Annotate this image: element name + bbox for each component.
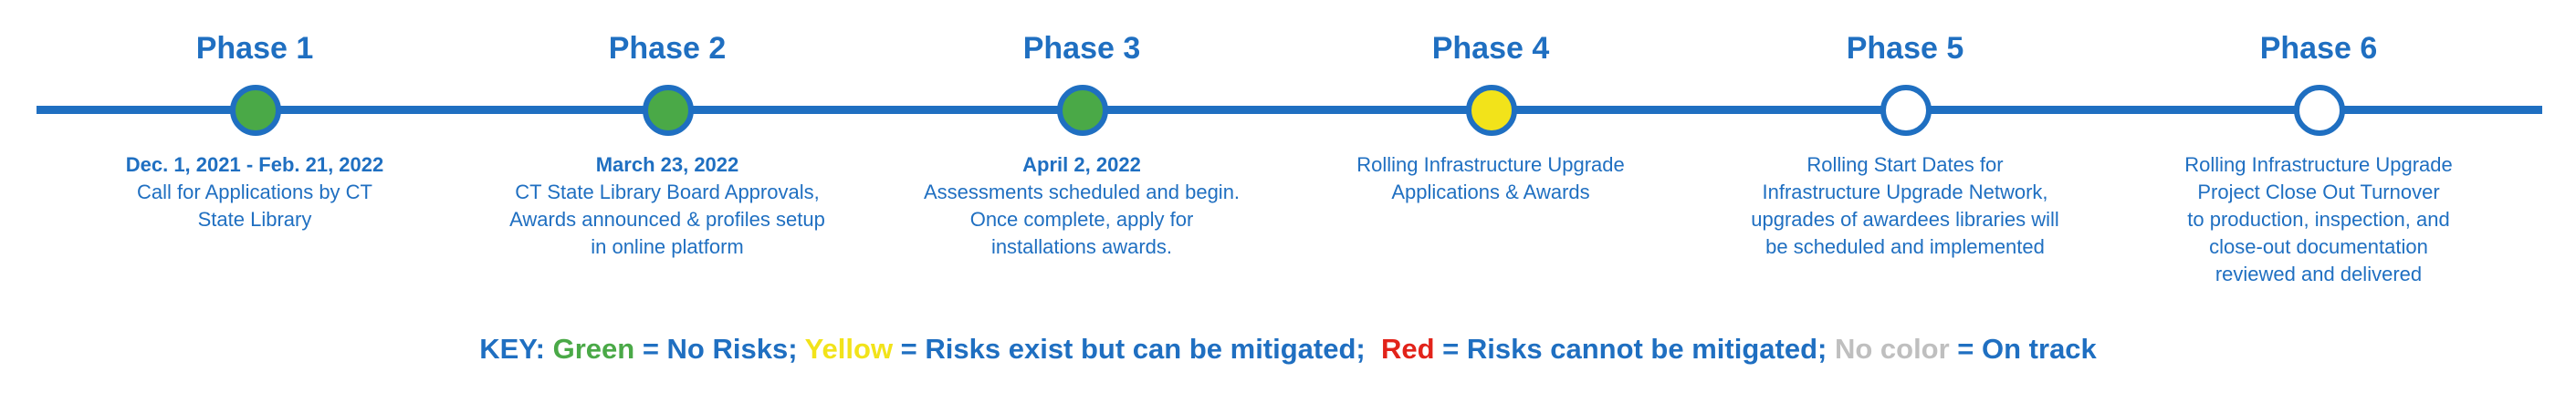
phase-description: Call for Applications by CT State Librar… — [137, 181, 372, 231]
phase-5: Phase 5 Rolling Start Dates for Infrastr… — [1723, 0, 2088, 310]
key-prefix: KEY: — [479, 333, 553, 365]
phase-status-node — [1057, 85, 1108, 136]
key-green-word: Green — [552, 333, 635, 365]
phase-description-block: March 23, 2022 CT State Library Board Ap… — [485, 151, 850, 261]
key-none-text: = On track — [1949, 333, 2097, 365]
status-key-legend: KEY: Green = No Risks; Yellow = Risks ex… — [0, 333, 2576, 366]
key-red-word: Red — [1380, 333, 1435, 365]
phase-description-block: Rolling Start Dates for Infrastructure U… — [1723, 151, 2088, 261]
phase-description-block: Rolling Infrastructure Upgrade Project C… — [2136, 151, 2501, 288]
phase-description: Rolling Infrastructure Upgrade Project C… — [2184, 153, 2453, 285]
phase-date: March 23, 2022 — [595, 153, 739, 176]
phase-status-node — [230, 85, 281, 136]
phase-4: Phase 4 Rolling Infrastructure Upgrade A… — [1308, 0, 1673, 310]
phase-6: Phase 6 Rolling Infrastructure Upgrade P… — [2136, 0, 2501, 310]
phase-description-block: Dec. 1, 2021 - Feb. 21, 2022 Call for Ap… — [72, 151, 437, 233]
phase-date: Dec. 1, 2021 - Feb. 21, 2022 — [125, 153, 384, 176]
phase-description: Rolling Start Dates for Infrastructure U… — [1751, 153, 2059, 258]
phase-2: Phase 2 March 23, 2022 CT State Library … — [485, 0, 850, 310]
phase-description: Rolling Infrastructure Upgrade Applicati… — [1356, 153, 1625, 203]
phase-description: CT State Library Board Approvals, Awards… — [509, 181, 825, 258]
key-yellow-word: Yellow — [804, 333, 894, 365]
phase-status-node — [643, 85, 694, 136]
phase-status-node — [1466, 85, 1517, 136]
phase-title: Phase 2 — [608, 31, 727, 66]
phase-title: Phase 4 — [1431, 31, 1550, 66]
phase-date: April 2, 2022 — [1022, 153, 1141, 176]
phase-title: Phase 3 — [1022, 31, 1141, 66]
phase-status-node — [2294, 85, 2345, 136]
key-none-word: No color — [1834, 333, 1950, 365]
phase-title: Phase 5 — [1846, 31, 1964, 66]
phase-1: Phase 1 Dec. 1, 2021 - Feb. 21, 2022 Cal… — [72, 0, 437, 310]
phase-description-block: Rolling Infrastructure Upgrade Applicati… — [1308, 151, 1673, 206]
timeline-line — [37, 106, 2542, 114]
phase-title: Phase 1 — [195, 31, 314, 66]
key-green-text: = No Risks; — [634, 333, 805, 365]
phase-3: Phase 3 April 2, 2022 Assessments schedu… — [899, 0, 1264, 310]
phase-description-block: April 2, 2022 Assessments scheduled and … — [899, 151, 1264, 261]
phase-title: Phase 6 — [2259, 31, 2378, 66]
key-red-text: = Risks cannot be mitigated; — [1434, 333, 1835, 365]
key-yellow-text: = Risks exist but can be mitigated; — [893, 333, 1381, 365]
phase-description: Assessments scheduled and begin. Once co… — [923, 181, 1241, 258]
phase-status-node — [1880, 85, 1932, 136]
